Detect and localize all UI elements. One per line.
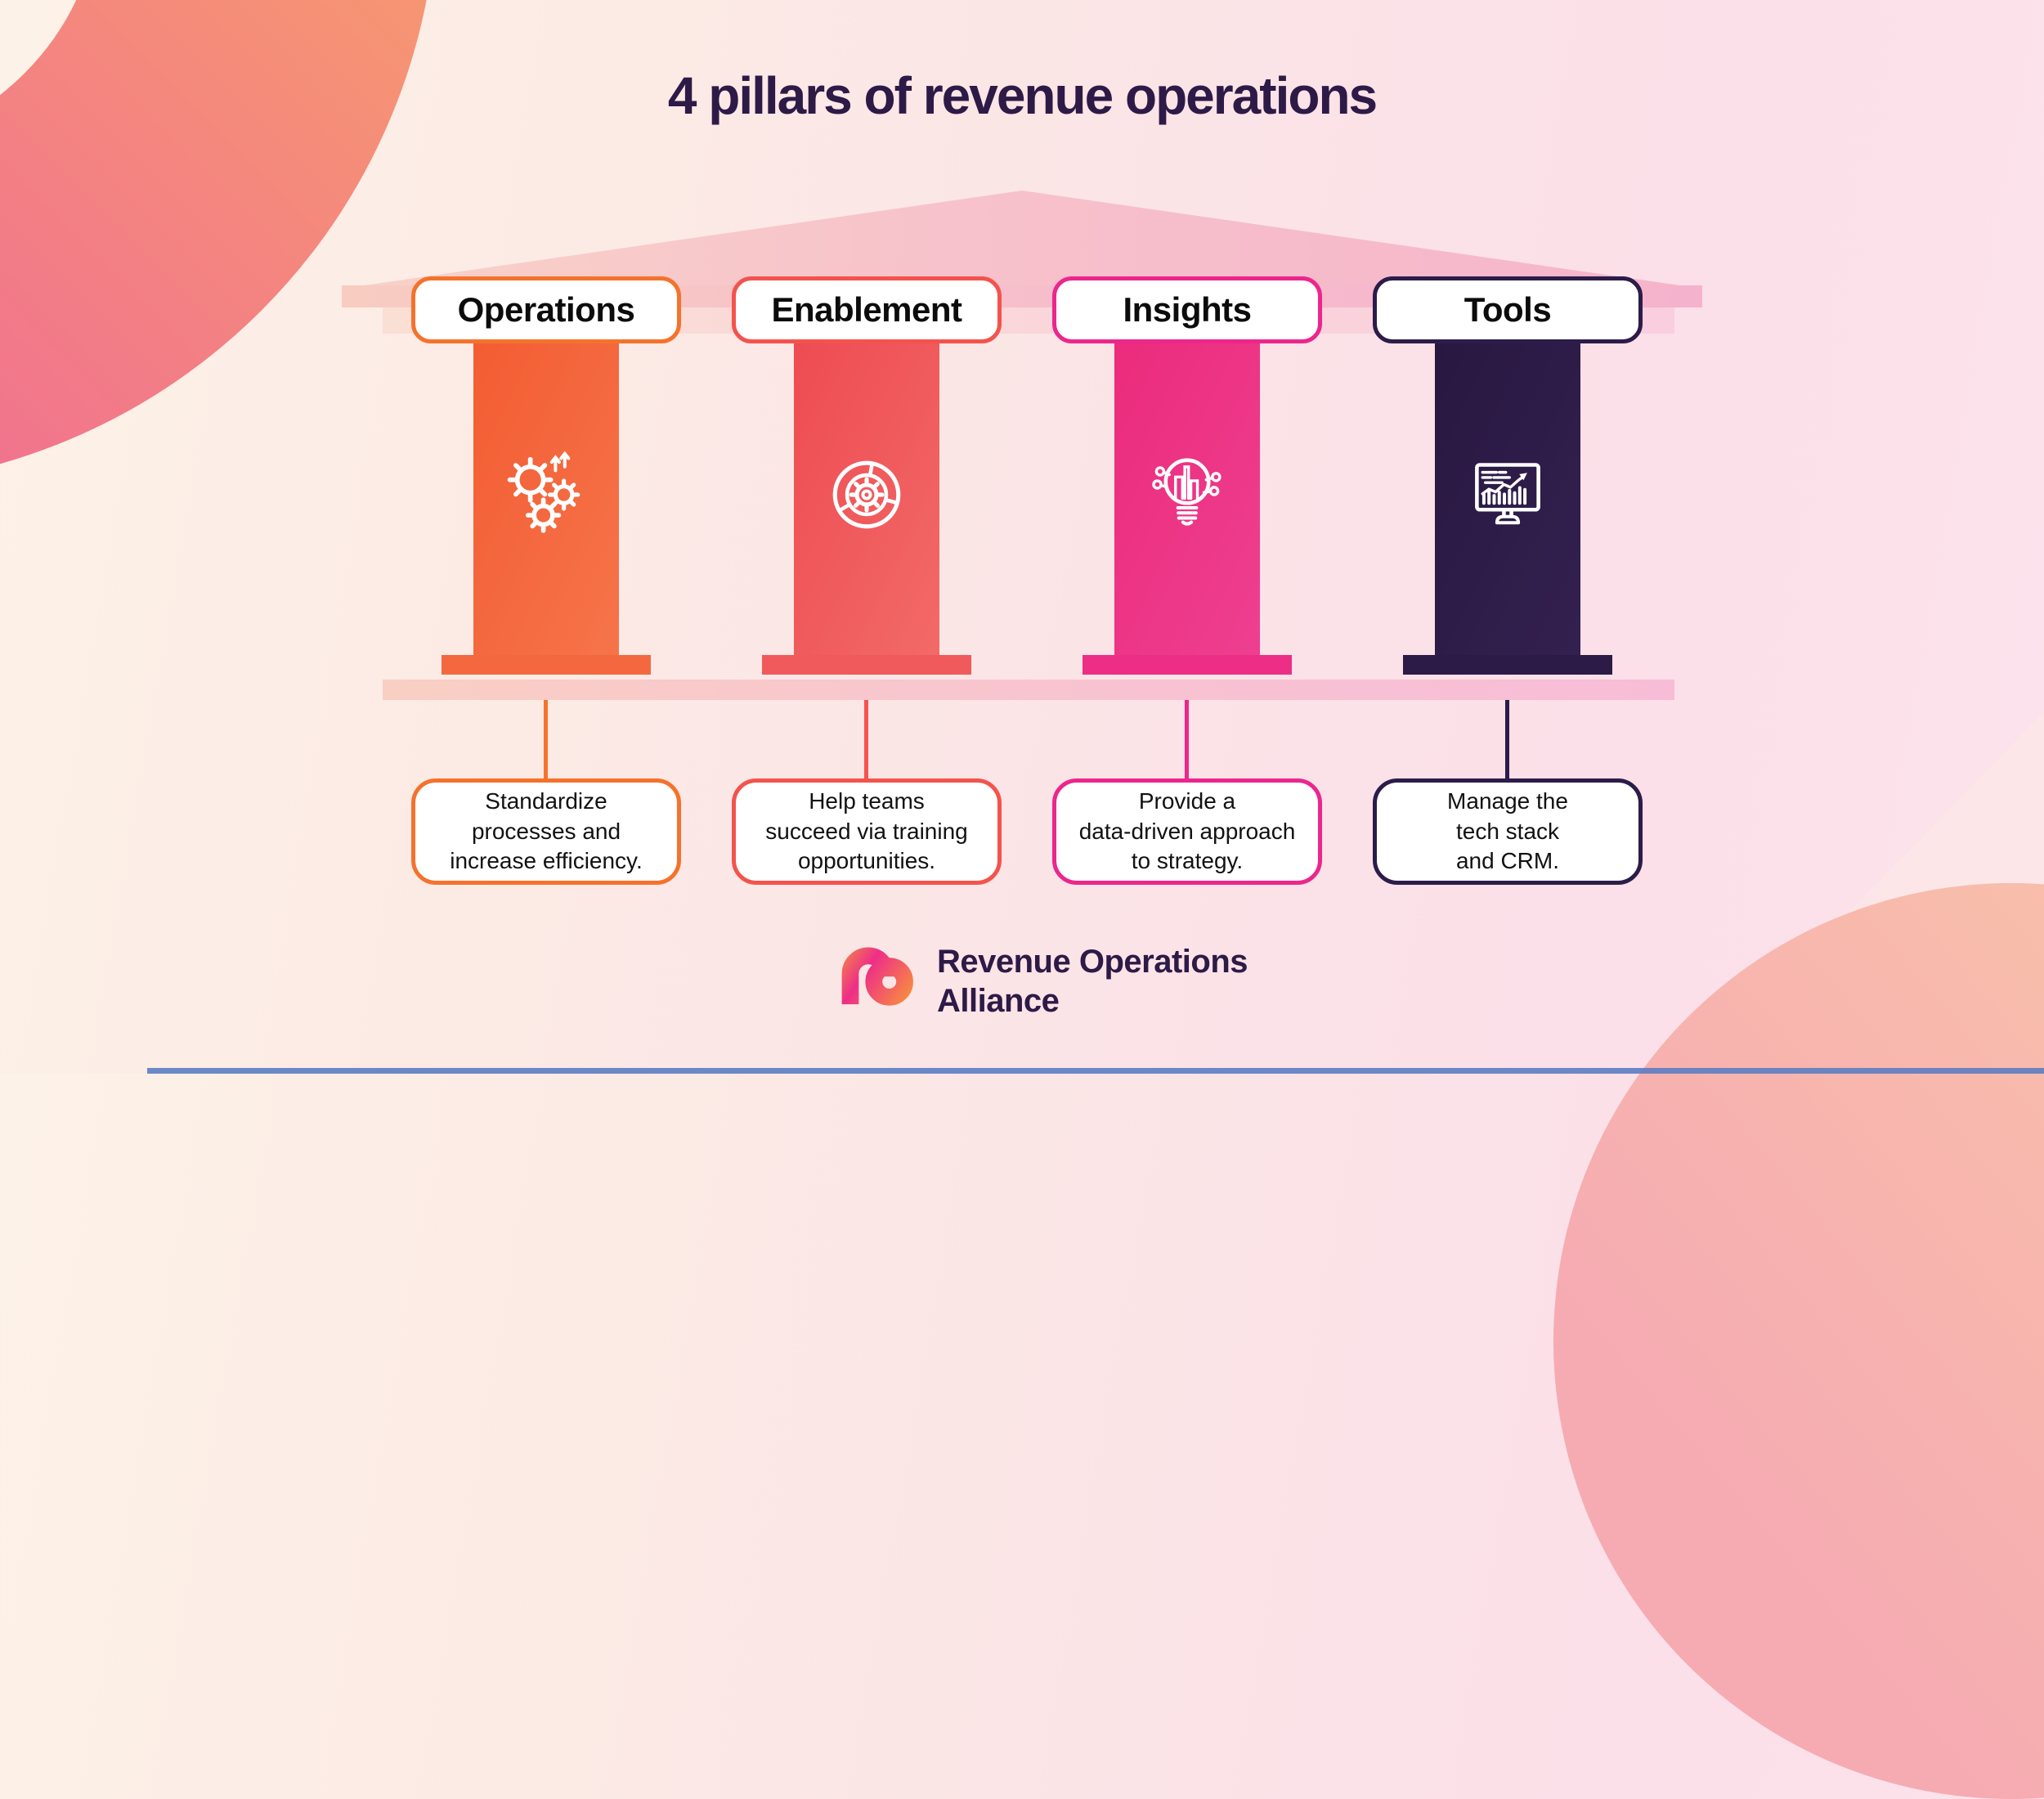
description-line: increase efficiency.: [450, 848, 643, 874]
brand-name-line2: Alliance: [937, 983, 1060, 1019]
corner-circle-decoration: [1553, 883, 2044, 1799]
pillar-label-tools: Tools: [1373, 276, 1643, 343]
pillar-shaft-tools: [1435, 335, 1580, 656]
pillar-label-operations: Operations: [411, 276, 681, 343]
description-line: succeed via training: [765, 818, 968, 844]
pillar-description-operations: Standardize processes and increase effic…: [411, 778, 681, 885]
pillar-base-operations: [442, 655, 651, 675]
pillar-description-tools: Manage the tech stack and CRM.: [1373, 778, 1643, 885]
ro-mark-icon: [841, 947, 913, 1006]
brand-name: Revenue Operations Alliance: [937, 942, 1248, 1021]
brand-logo: Revenue Operations Alliance: [834, 939, 1248, 1021]
description-line: opportunities.: [797, 848, 936, 874]
page-title: 4 pillars of revenue operations: [667, 66, 1378, 125]
connector-line-enablement: [864, 700, 868, 778]
lightbulb-data-icon: [1152, 458, 1221, 526]
pillar-base-enablement: [762, 655, 971, 675]
pillar-label-text: Enablement: [771, 290, 962, 329]
connector-line-operations: [544, 700, 548, 778]
description-line: data-driven approach: [1078, 818, 1296, 844]
description-line: Standardize: [485, 788, 607, 814]
pillar-label-text: Operations: [457, 290, 635, 329]
brand-name-line1: Revenue Operations: [937, 944, 1248, 980]
pillar-base-tools: [1403, 655, 1612, 675]
description-line: and CRM.: [1455, 848, 1560, 874]
description-line: Manage the: [1447, 788, 1568, 814]
pillar-description-enablement: Help teams succeed via training opportun…: [732, 778, 1002, 885]
pillar-label-enablement: Enablement: [732, 276, 1002, 343]
connector-line-insights: [1185, 700, 1189, 778]
pillar-label-insights: Insights: [1052, 276, 1322, 343]
pediment-roof: [342, 191, 1702, 289]
description-line: tech stack: [1455, 818, 1560, 844]
description-line: Provide a: [1138, 788, 1236, 814]
pillar-base-insights: [1083, 655, 1292, 675]
description-line: Help teams: [809, 788, 925, 814]
pillar-description-insights: Provide a data-driven approach to strate…: [1052, 778, 1322, 885]
pillar-shaft-enablement: [794, 335, 939, 656]
monitor-analytics-icon: [1475, 463, 1540, 525]
gear-pie-icon: [832, 460, 901, 529]
description-line: to strategy.: [1131, 848, 1244, 874]
pillar-label-text: Tools: [1464, 290, 1552, 329]
description-line: processes and: [471, 818, 621, 844]
gears-growth-icon: [507, 451, 580, 533]
connector-line-tools: [1505, 700, 1509, 778]
bottom-blue-line: [147, 1068, 2044, 1074]
base-beam: [383, 680, 1674, 700]
pillar-label-text: Insights: [1123, 290, 1252, 329]
